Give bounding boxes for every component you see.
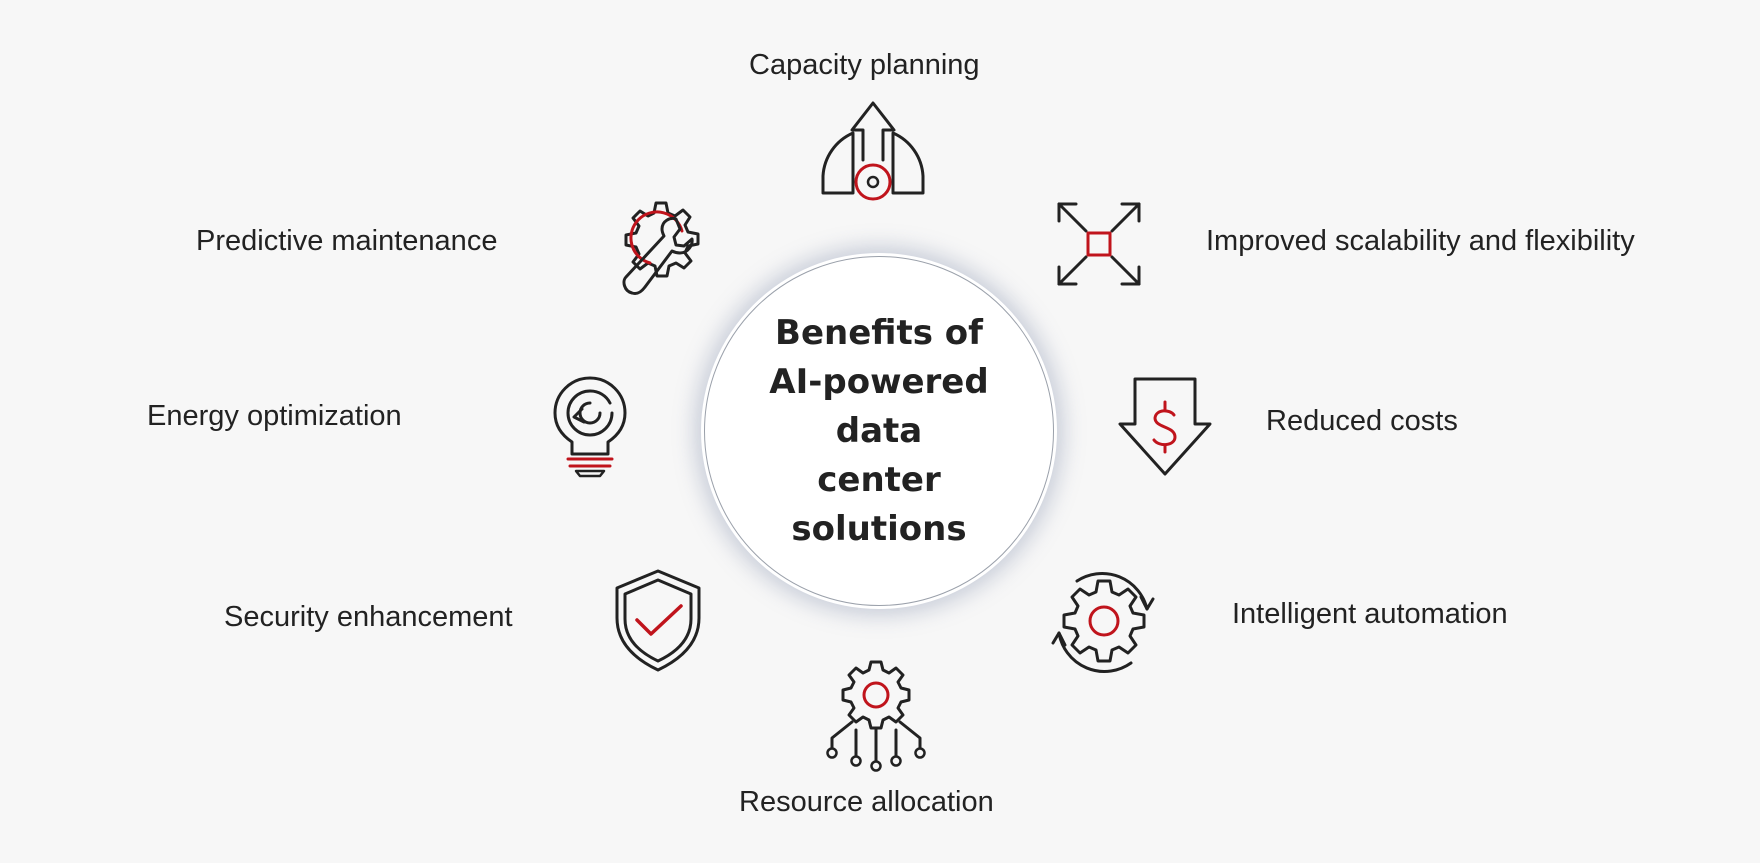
reduced-costs-label: Reduced costs <box>1266 405 1458 437</box>
resource-allocation-label: Resource allocation <box>739 786 994 818</box>
center-title-line-2: AI-powered data <box>769 361 989 451</box>
center-title: Benefits of AI-powered data center solut… <box>724 309 1034 554</box>
security-enhancement-label: Security enhancement <box>224 601 513 633</box>
gear-wrench-icon <box>610 201 710 303</box>
gear-circuit-icon <box>822 660 928 772</box>
gauge-arrow-icon <box>818 100 928 201</box>
gear-cycle-icon <box>1051 567 1157 673</box>
energy-optimization-label: Energy optimization <box>147 400 402 432</box>
shield-check-icon <box>613 568 703 672</box>
expand-arrows-icon <box>1056 201 1142 287</box>
capacity-planning-label: Capacity planning <box>749 49 980 81</box>
predictive-maintenance-label: Predictive maintenance <box>196 225 498 257</box>
intelligent-automation-label: Intelligent automation <box>1232 598 1508 630</box>
improved-scalability-label: Improved scalability and flexibility <box>1206 225 1635 257</box>
dollar-down-arrow-icon <box>1117 376 1213 478</box>
lightbulb-refresh-icon <box>552 376 628 478</box>
center-circle: Benefits of AI-powered data center solut… <box>701 253 1057 609</box>
center-title-line-3: center solutions <box>791 459 967 549</box>
center-title-line-1: Benefits of <box>775 312 983 353</box>
